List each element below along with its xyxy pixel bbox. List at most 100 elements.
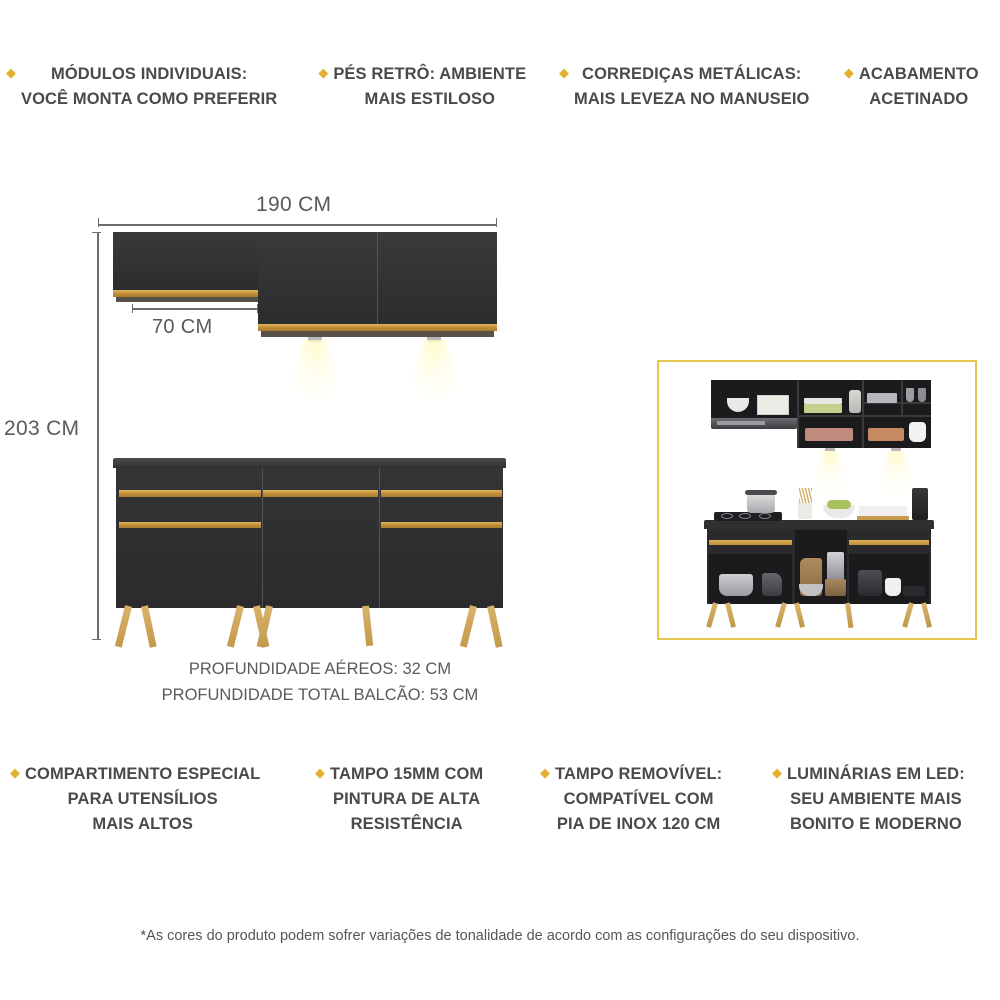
photo-stock-pot [747,494,775,513]
counter-handle-top-middle [263,490,378,497]
product-technical-drawing: 190 CM 203 CM 70 CM [0,180,620,710]
led-light-left [308,337,322,342]
features-bottom-row: ◆ COMPARTIMENTO ESPECIAL PARA UTENSÍLIOS… [0,762,1000,837]
photo-coffee-pot [858,570,882,596]
dimension-tick-bottom [92,639,101,640]
dimension-line-upper-width [132,308,258,310]
photo-counter-leg-4b [921,602,932,628]
photo-bowl [727,398,749,412]
dimension-label-height: 203 CM [4,417,80,440]
photo-coffee-machine [912,488,928,520]
depth-note-balcao: PROFUNDIDADE TOTAL BALCÃO: 53 CM [161,686,479,704]
photo-burner-3 [759,513,771,519]
photo-blender [827,552,844,580]
photo-cup-set [859,506,907,517]
lifestyle-photo [659,362,975,638]
photo-kettle [762,573,782,596]
photo-counter-leg-1a [706,602,718,628]
photo-cutting-board [757,395,789,415]
feature-item-luminarias: ◆ LUMINÁRIAS EM LED: SEU AMBIENTE MAIS B… [766,762,996,837]
feature-text: TAMPO REMOVÍVEL: COMPATÍVEL COM PIA DE I… [555,765,723,833]
photo-green-books [804,404,842,413]
counter-leg-3b [362,605,374,647]
counter-module-seam-2 [379,468,380,608]
counter-handle-bottom-right [381,522,502,528]
diamond-icon: ◆ [772,765,782,780]
feature-item-acabamento: ◆ ACABAMENTO ACETINADO [838,62,1000,112]
counter-body [116,468,503,608]
diamond-icon: ◆ [10,765,20,780]
photo-utensil-holder [798,502,812,519]
counter-worktop [113,458,506,468]
feature-item-tampo-15mm: ◆ TAMPO 15MM COM PINTURA DE ALTA RESISTÊ… [309,762,534,837]
diamond-icon: ◆ [843,65,854,80]
counter-handle-top-right [381,490,502,497]
photo-tumbler-set [867,393,897,403]
photo-counter-top [704,520,934,529]
diamond-icon: ◆ [540,765,550,780]
diamond-icon: ◆ [6,65,16,80]
led-glow-right [388,340,480,452]
feature-item-tampo-removivel: ◆ TAMPO REMOVÍVEL: COMPATÍVEL COM PIA DE… [534,762,766,837]
dimension-tick-upper-left [132,304,133,313]
upper-cabinet-left-base [116,297,258,302]
upper-cabinet-left-handle [113,290,261,297]
photo-teapot [909,422,926,442]
photo-utensils [799,488,812,503]
dimension-line-width [98,224,497,226]
photo-shelf-mid-far [862,402,931,404]
dimension-line-height [97,232,99,640]
photo-green-books-2 [804,398,842,404]
lifestyle-photo-frame [657,360,977,640]
photo-tray [903,586,925,596]
photo-counter-handle-right [849,540,929,545]
feature-text: COMPARTIMENTO ESPECIAL PARA UTENSÍLIOS M… [25,765,261,833]
photo-glass-2 [918,388,926,402]
feature-text: TAMPO 15MM COM PINTURA DE ALTA RESISTÊNC… [330,765,484,833]
feature-text: LUMINÁRIAS EM LED: SEU AMBIENTE MAIS BON… [787,765,965,833]
depth-note-aereos: PROFUNDIDADE AÉREOS: 32 CM [188,660,452,678]
counter-module-seam-1 [262,468,263,608]
photo-shelf-mid-right [797,415,931,417]
feature-item-corredicas: ◆ CORREDIÇAS METÁLICAS: MAIS LEVEZA NO M… [553,62,838,112]
photo-wall-led-left [825,448,835,451]
photo-counter-leg-3 [845,602,854,629]
photo-blender-base [825,579,846,596]
led-glow-left [269,340,361,452]
photo-green-fruit [827,500,851,509]
dimension-tick-left [98,218,99,227]
upper-cabinet-left [113,232,261,294]
photo-counter-leg-2b [794,602,805,628]
photo-shelf-divider-3 [901,380,903,416]
dimension-label-width: 190 CM [256,193,332,216]
feature-item-modulos: ◆ MÓDULOS INDIVIDUAIS: VOCÊ MONTA COMO P… [0,62,312,112]
photo-burner-1 [721,513,733,519]
feature-item-compartimento: ◆ COMPARTIMENTO ESPECIAL PARA UTENSÍLIOS… [4,762,309,837]
feature-text: CORREDIÇAS METÁLICAS: MAIS LEVEZA NO MAN… [574,65,810,108]
diamond-icon: ◆ [315,765,325,780]
dimension-label-upper-width: 70 CM [152,316,213,338]
feature-text: MÓDULOS INDIVIDUAIS: VOCÊ MONTA COMO PRE… [21,65,278,108]
photo-copper-cups [868,428,904,441]
upper-cabinet-door-seam [377,232,378,328]
counter-handle-bottom-left [119,522,261,528]
photo-mixer-bowl [799,584,823,596]
features-top-row: ◆ MÓDULOS INDIVIDUAIS: VOCÊ MONTA COMO P… [0,62,1000,112]
photo-stock-pot-lid [745,490,777,495]
photo-pan [719,574,753,596]
counter-leg-2a [226,605,244,648]
photo-counter-handle-left [709,540,792,545]
diamond-icon: ◆ [318,65,329,80]
photo-shelf-divider-2 [862,380,864,448]
photo-wall-led-right [891,448,901,451]
counter-leg-4b [487,605,503,648]
counter-handle-top-left [119,490,261,497]
counter-leg-4a [459,605,477,648]
dimension-tick-upper-right [257,304,258,313]
upper-cabinet-right-base [261,331,494,337]
feature-text: ACABAMENTO ACETINADO [858,65,979,108]
feature-item-pes-retro: ◆ PÉS RETRÔ: AMBIENTE MAIS ESTILOSO [312,62,553,112]
feature-text: PÉS RETRÔ: AMBIENTE MAIS ESTILOSO [333,65,527,108]
photo-counter-leg-2a [775,602,787,628]
photo-pink-cups-left [805,428,853,441]
